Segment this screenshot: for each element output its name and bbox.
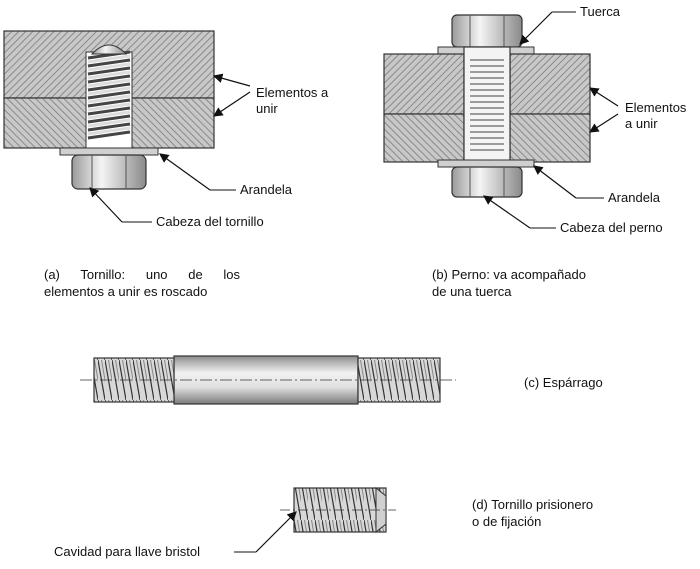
label-elementos-b-1: Elementos [625, 100, 687, 115]
label-cabeza-perno: Cabeza del perno [560, 220, 663, 235]
label-arandela-a: Arandela [240, 182, 293, 197]
label-cavidad: Cavidad para llave bristol [54, 544, 200, 559]
lower-plate-b-right [509, 113, 591, 163]
nut-b [451, 14, 523, 48]
washer-a [59, 147, 159, 156]
washer-bottom-b [437, 159, 535, 168]
panel-d-set-screw [280, 486, 396, 534]
bolt-head-b [451, 166, 523, 198]
panel-b-bolt [383, 14, 591, 198]
caption-d-line-1: (d) Tornillo prisionero [472, 497, 594, 512]
panel-a-screw [3, 30, 215, 190]
caption-b: (b) Perno: va acompañado de una tuerca [432, 266, 632, 300]
upper-plate-b-left [383, 53, 465, 115]
caption-b-line-2: de una tuerca [432, 284, 512, 299]
label-tuerca: Tuerca [580, 4, 621, 19]
label-cabeza-tornillo: Cabeza del tornillo [156, 214, 264, 229]
label-elementos-a-2: unir [256, 101, 278, 116]
caption-a: (a) Tornillo: uno de los elementos a uni… [44, 266, 240, 300]
upper-plate-b-right [509, 53, 591, 115]
label-elementos-a-1: Elementos a [256, 85, 329, 100]
lower-plate-b-left [383, 113, 465, 163]
caption-d-line-2: o de fijación [472, 514, 542, 529]
caption-c: (c) Espárrago [524, 375, 603, 390]
bolt-shank-b [463, 46, 511, 165]
screw-threads-a [87, 50, 131, 140]
label-elementos-b-2: a unir [625, 116, 658, 131]
caption-d: (d) Tornillo prisionero o de fijación [472, 496, 593, 530]
caption-b-line-1: (b) Perno: va acompañado [432, 267, 586, 282]
screw-tip-a [90, 44, 128, 55]
screw-head-a [71, 154, 147, 190]
panel-c-stud [80, 355, 456, 405]
caption-a-line-1: (a) Tornillo: uno de los [44, 267, 240, 282]
label-arandela-b: Arandela [608, 190, 661, 205]
caption-a-line-2: elementos a unir es roscado [44, 284, 208, 299]
